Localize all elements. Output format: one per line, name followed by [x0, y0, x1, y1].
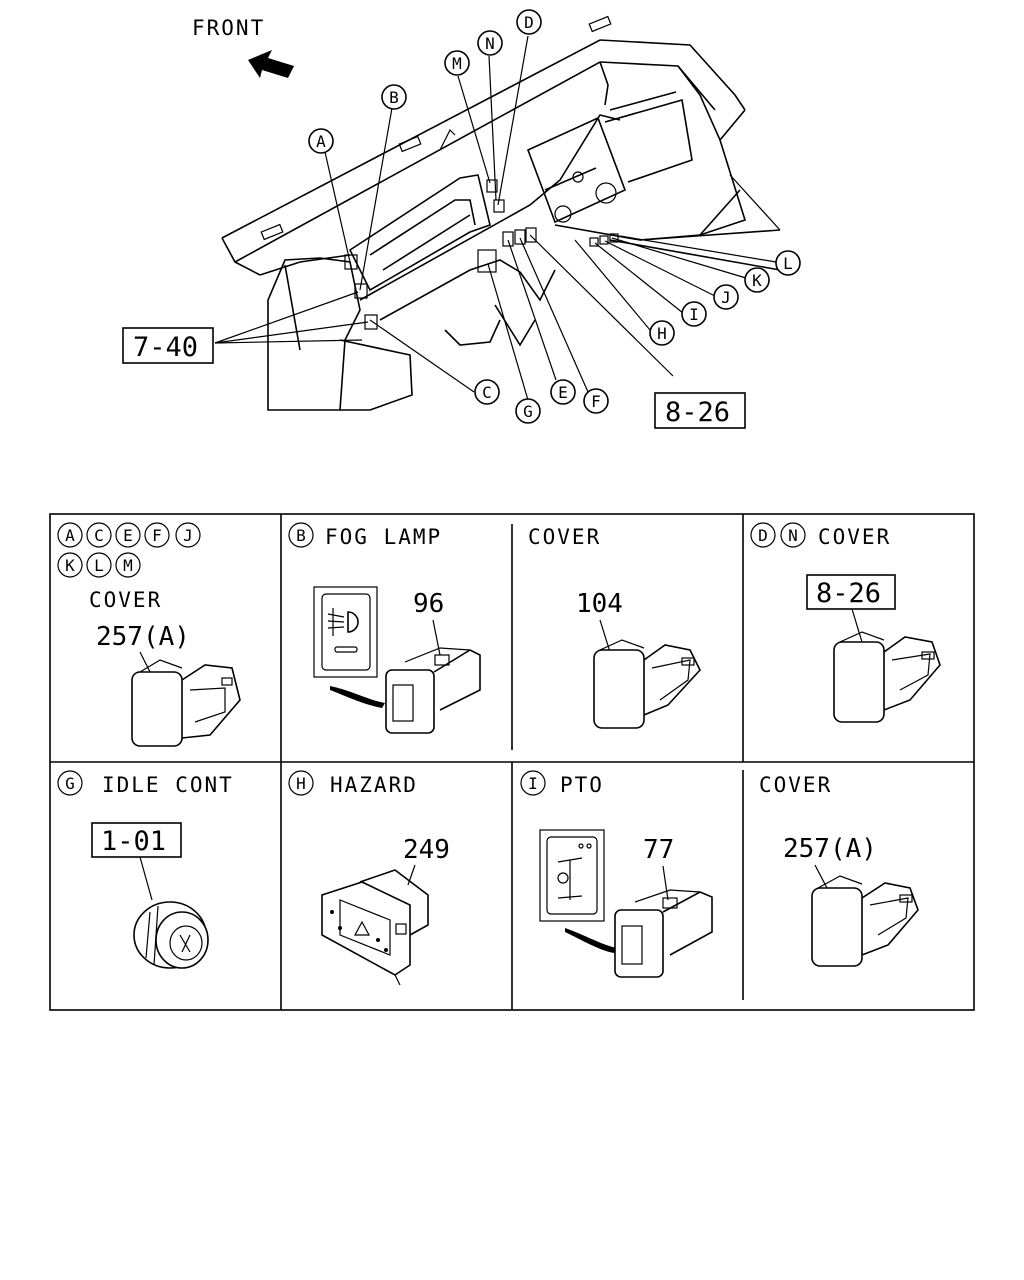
panel2-title: FOG LAMP — [325, 525, 442, 549]
svg-text:N: N — [788, 526, 798, 545]
panel5-ref: 1-01 — [101, 826, 166, 857]
ref-box-8-26-panel — [806, 574, 896, 610]
parts-table — [49, 513, 975, 1011]
panel8-title: COVER — [759, 773, 832, 797]
callout-G: G — [515, 398, 541, 424]
svg-text:D: D — [758, 526, 768, 545]
pto-switch-part — [614, 889, 713, 978]
svg-text:G: G — [523, 402, 533, 421]
svg-text:K: K — [752, 271, 762, 290]
svg-text:J: J — [721, 288, 731, 307]
ref-7-40-label: 7-40 — [133, 332, 198, 363]
front-label: FRONT — [192, 16, 265, 40]
panel5-title: IDLE CONT — [102, 773, 234, 797]
panel1-letters-row2: K L M — [57, 552, 141, 578]
panel6-title: HAZARD — [330, 773, 418, 797]
switch-cover-icon — [811, 875, 919, 967]
panel-fog-lamp: B FOG LAMP 96 — [288, 522, 481, 734]
callout-K: K — [744, 267, 770, 293]
svg-text:I: I — [528, 774, 538, 793]
panel6-part-number: 249 — [403, 835, 450, 865]
ref-box-1-01 — [91, 822, 182, 858]
callout-C: C — [474, 379, 500, 405]
svg-text:H: H — [296, 774, 306, 793]
callout-D: D — [516, 9, 542, 35]
front-arrow-icon — [248, 50, 294, 78]
svg-text:D: D — [524, 13, 534, 32]
panel-cover-dn: D N COVER 8-26 — [750, 522, 941, 723]
panel3-title: COVER — [528, 525, 601, 549]
svg-text:B: B — [296, 526, 306, 545]
panel1-part-number: 257(A) — [96, 622, 190, 652]
panel-cover-257a-left: A C E F J K L M COVER 257(A) — [57, 522, 241, 747]
svg-text:H: H — [657, 324, 667, 343]
svg-text:J: J — [183, 526, 193, 545]
ref-box-8-26 — [654, 392, 746, 429]
svg-text:L: L — [783, 254, 793, 273]
panel4-ref: 8-26 — [816, 578, 881, 609]
switch-cover-icon — [833, 631, 941, 723]
callout-M: M — [444, 50, 470, 76]
ref-8-26-label: 8-26 — [665, 397, 730, 428]
svg-text:C: C — [482, 383, 492, 402]
leader-lines — [214, 35, 777, 401]
panel1-letters-row1: A C E F J — [57, 522, 201, 548]
panel-hazard: H HAZARD 249 — [288, 770, 450, 986]
panel2-part-number: 96 — [413, 589, 444, 619]
svg-text:K: K — [65, 556, 75, 575]
hazard-switch-icon — [321, 869, 429, 986]
callout-E: E — [550, 379, 576, 405]
panel8-part-number: 257(A) — [783, 834, 877, 864]
fog-lamp-icon — [313, 586, 378, 678]
svg-text:M: M — [452, 54, 462, 73]
panel-idle-cont: G IDLE CONT 1-01 — [57, 770, 234, 969]
callout-L: L — [775, 250, 801, 276]
svg-text:A: A — [65, 526, 75, 545]
svg-text:L: L — [94, 556, 104, 575]
svg-text:A: A — [316, 132, 326, 151]
callout-J: J — [713, 284, 739, 310]
panel-cover-257a-right: COVER 257(A) — [759, 773, 919, 967]
panel7-title: PTO — [560, 773, 604, 797]
pto-icon — [539, 829, 605, 922]
panel3-part-number: 104 — [576, 589, 623, 619]
dashboard-overview: FRONT — [122, 9, 801, 429]
panel4-title: COVER — [818, 525, 891, 549]
switch-cover-icon — [593, 639, 701, 729]
panel-cover-104: COVER 104 — [528, 525, 701, 729]
svg-text:G: G — [65, 774, 75, 793]
callout-B: B — [381, 84, 407, 110]
panel1-title: COVER — [89, 588, 162, 612]
panel-pto: I PTO 77 — [520, 770, 713, 978]
fog-switch-part — [385, 647, 481, 734]
callout-F: F — [583, 388, 609, 414]
callout-A: A — [308, 128, 334, 154]
panel7-part-number: 77 — [643, 835, 674, 865]
svg-text:F: F — [591, 392, 601, 411]
callout-I: I — [681, 301, 707, 327]
svg-text:B: B — [389, 88, 399, 107]
svg-text:E: E — [558, 383, 568, 402]
callout-N: N — [477, 30, 503, 56]
svg-text:F: F — [152, 526, 162, 545]
switch-cover-icon — [131, 659, 241, 747]
callout-H: H — [649, 320, 675, 346]
dashboard-linework — [221, 15, 781, 411]
svg-text:I: I — [689, 305, 699, 324]
svg-text:M: M — [123, 556, 133, 575]
ref-box-7-40 — [122, 327, 214, 364]
svg-text:N: N — [485, 34, 495, 53]
callout-circles: A B C D E F G H I J K L M N — [308, 9, 801, 424]
idle-knob-icon — [133, 901, 209, 969]
svg-text:E: E — [123, 526, 133, 545]
svg-text:C: C — [94, 526, 104, 545]
